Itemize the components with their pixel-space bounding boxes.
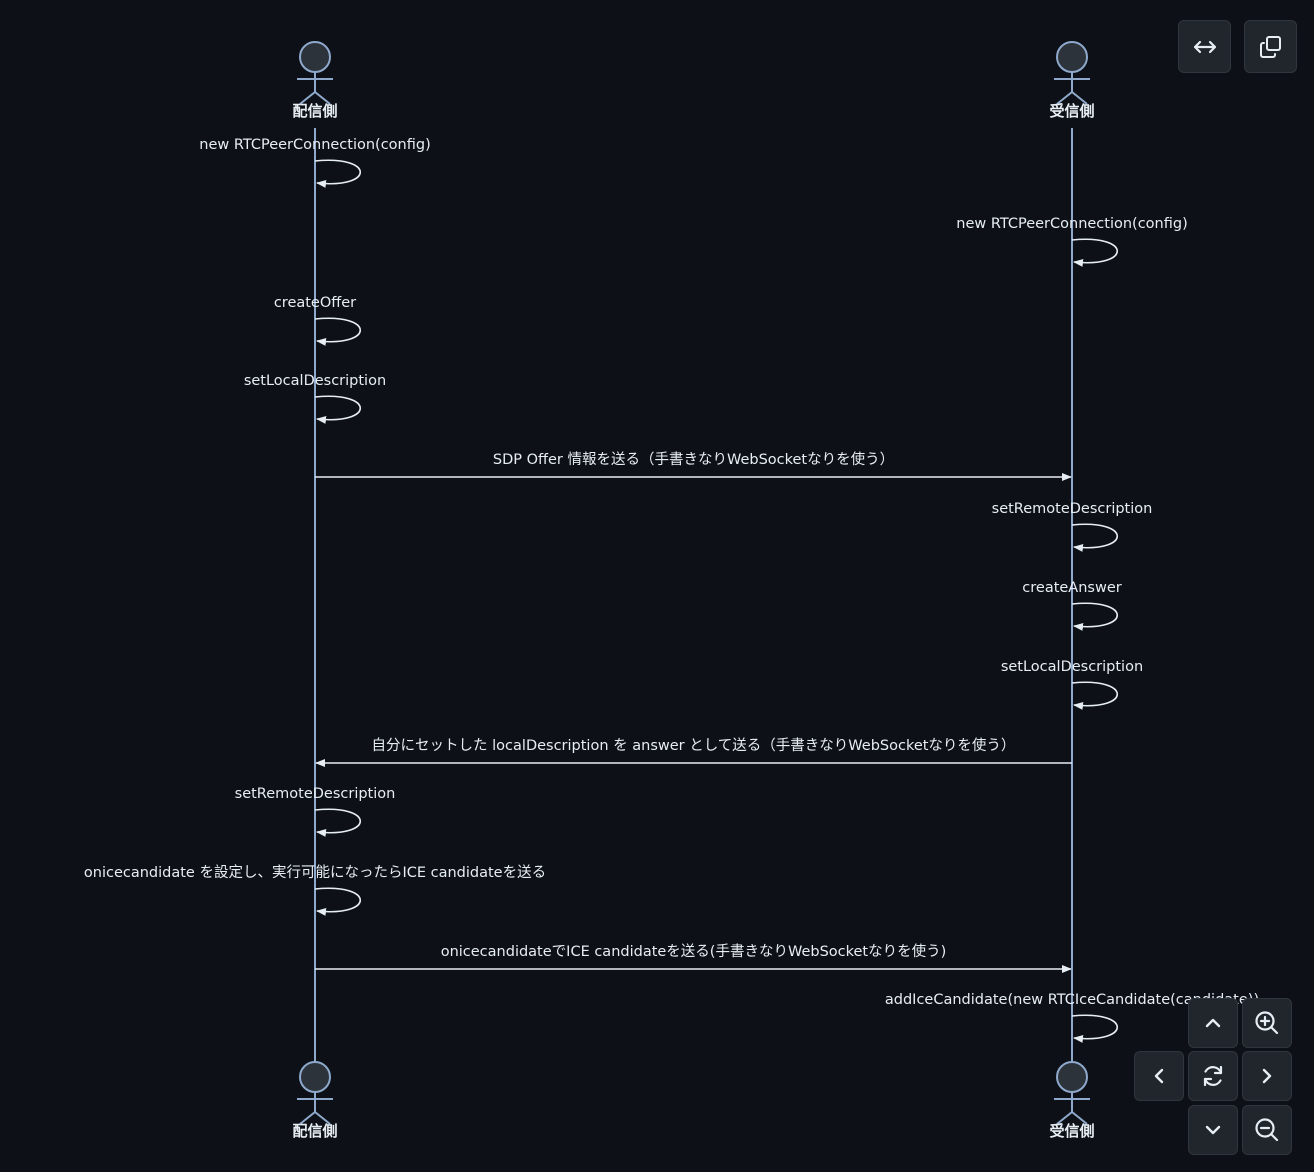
- self-message-arrow: [1071, 1014, 1118, 1043]
- pan-up-button[interactable]: [1188, 998, 1238, 1048]
- chevron-right-icon: [1262, 1068, 1272, 1084]
- message-3: createOffer: [274, 295, 361, 346]
- zoom-out-button[interactable]: [1242, 1105, 1292, 1155]
- actor-leg-right: [314, 91, 331, 105]
- message-label: createAnswer: [1022, 580, 1121, 596]
- self-message-arrow: [314, 159, 361, 188]
- fit-width-button[interactable]: [1178, 20, 1231, 73]
- actor-label: 受信側: [1049, 102, 1094, 120]
- actor-leg-left: [1056, 91, 1073, 105]
- message-6: setRemoteDescription: [992, 501, 1153, 552]
- actor-sender-top: 配信側: [292, 41, 338, 120]
- self-message-arrow: [1071, 523, 1118, 552]
- actor-head: [1056, 41, 1088, 73]
- actor-leg-left: [299, 1111, 316, 1125]
- chevron-down-icon: [1205, 1125, 1221, 1135]
- message-1: new RTCPeerConnection(config): [199, 137, 431, 188]
- message-13: addIceCandidate(new RTCIceCandidate(cand…: [885, 992, 1259, 1043]
- message-7: createAnswer: [1022, 580, 1122, 631]
- zoom-out-icon: [1255, 1118, 1279, 1142]
- message-label: 自分にセットした localDescription を answer として送る…: [372, 737, 1016, 754]
- self-message-arrow: [314, 317, 361, 346]
- message-label: new RTCPeerConnection(config): [956, 216, 1188, 232]
- message-label: setLocalDescription: [244, 373, 386, 389]
- message-label: setRemoteDescription: [235, 786, 396, 802]
- message-label: setRemoteDescription: [992, 501, 1153, 517]
- message-12: onicecandidateでICE candidateを送る(手書きなりWeb…: [315, 943, 1072, 973]
- actor-sender-bottom: 配信側: [292, 1061, 338, 1140]
- reset-button[interactable]: [1188, 1051, 1238, 1101]
- actor-label: 受信側: [1049, 1122, 1094, 1140]
- actor-label: 配信側: [292, 102, 337, 120]
- message-2: new RTCPeerConnection(config): [956, 216, 1188, 267]
- actor-receiver-top: 受信側: [1049, 41, 1095, 120]
- message-label: createOffer: [274, 295, 356, 311]
- actor-receiver-bottom: 受信側: [1049, 1061, 1095, 1140]
- copy-button[interactable]: [1244, 20, 1297, 73]
- self-message-arrow: [1071, 238, 1118, 267]
- message-label: onicecandidate を設定し、実行可能になったらICE candida…: [84, 864, 546, 881]
- self-message-arrow: [314, 395, 361, 424]
- self-message-arrow: [1071, 602, 1118, 631]
- self-message-arrow: [1071, 681, 1118, 710]
- message-label: SDP Offer 情報を送る（手書きなりWebSocketなりを使う）: [493, 451, 894, 468]
- zoom-in-icon: [1255, 1011, 1279, 1035]
- actor-leg-right: [314, 1111, 331, 1125]
- message-5: SDP Offer 情報を送る（手書きなりWebSocketなりを使う）: [315, 451, 1072, 481]
- chevron-up-icon: [1205, 1018, 1221, 1028]
- message-label: setLocalDescription: [1001, 659, 1143, 675]
- message-label: new RTCPeerConnection(config): [199, 137, 431, 153]
- actor-leg-right: [1071, 91, 1088, 105]
- actor-head: [1056, 1061, 1088, 1093]
- self-message-arrow: [314, 887, 361, 916]
- actor-leg-right: [1071, 1111, 1088, 1125]
- message-9: 自分にセットした localDescription を answer として送る…: [315, 737, 1072, 767]
- arrows-horizontal-icon: [1193, 40, 1216, 53]
- pan-right-button[interactable]: [1242, 1051, 1292, 1101]
- zoom-in-button[interactable]: [1242, 998, 1292, 1048]
- actor-leg-left: [1056, 1111, 1073, 1125]
- copy-icon: [1259, 35, 1281, 58]
- pan-down-button[interactable]: [1188, 1105, 1238, 1155]
- pan-left-button[interactable]: [1134, 1051, 1184, 1101]
- chevron-left-icon: [1154, 1068, 1164, 1084]
- message-label: onicecandidateでICE candidateを送る(手書きなりWeb…: [441, 943, 947, 960]
- self-message-arrow: [314, 808, 361, 837]
- actor-label: 配信側: [292, 1122, 337, 1140]
- message-11: onicecandidate を設定し、実行可能になったらICE candida…: [84, 864, 546, 916]
- message-8: setLocalDescription: [1001, 659, 1143, 710]
- actor-leg-left: [299, 91, 316, 105]
- actor-head: [299, 1061, 331, 1093]
- message-label: addIceCandidate(new RTCIceCandidate(cand…: [885, 992, 1259, 1008]
- actor-head: [299, 41, 331, 73]
- message-10: setRemoteDescription: [235, 786, 396, 837]
- refresh-icon: [1203, 1065, 1223, 1087]
- message-4: setLocalDescription: [244, 373, 386, 424]
